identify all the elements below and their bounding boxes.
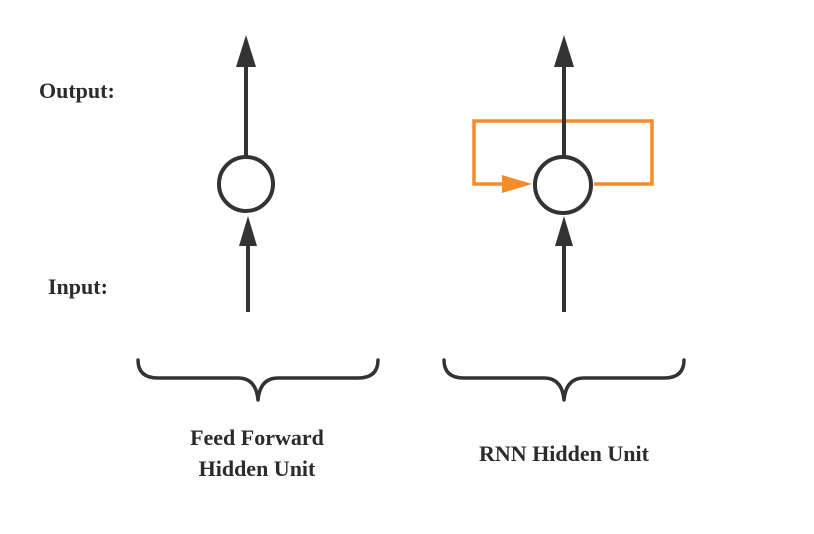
rnn-hidden-unit-node <box>533 155 593 215</box>
ff-input-arrowhead <box>239 216 257 246</box>
rnn-caption-line-1: RNN Hidden Unit <box>479 441 649 466</box>
ff-hidden-unit-node <box>217 155 275 213</box>
feed-forward-unit <box>136 35 380 402</box>
rnn-output-arrowhead <box>554 35 574 67</box>
rnn-unit <box>442 35 686 402</box>
feed-forward-caption: Feed Forward Hidden Unit <box>154 422 360 484</box>
feed-forward-caption-line-1: Feed Forward <box>190 425 324 450</box>
feed-forward-caption-line-2: Hidden Unit <box>198 456 316 481</box>
rnn-recurrent-arrowhead <box>502 175 532 193</box>
input-label: Input: <box>48 274 108 299</box>
rnn-brace <box>442 358 686 402</box>
rnn-caption: RNN Hidden Unit <box>444 438 684 469</box>
ff-output-arrowhead <box>236 35 256 67</box>
output-label: Output: <box>39 78 115 103</box>
ff-brace <box>136 358 380 402</box>
rnn-input-arrowhead <box>555 216 573 246</box>
